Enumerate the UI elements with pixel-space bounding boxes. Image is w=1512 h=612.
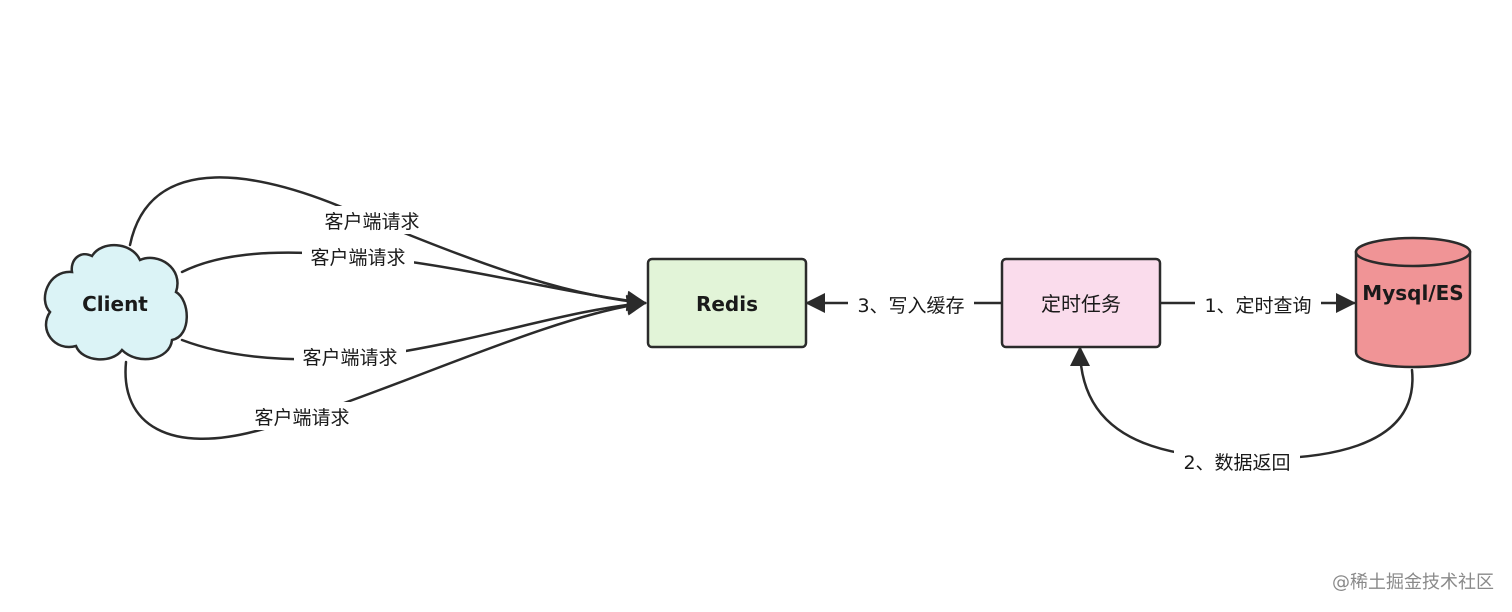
edge-request-4 [124, 295, 647, 440]
watermark: @稀土掘金技术社区 [1332, 572, 1494, 593]
svg-text:1、定时查询: 1、定时查询 [1204, 295, 1311, 317]
edge-label-timed-query: 1、定时查询 [1195, 290, 1321, 318]
svg-text:2、数据返回: 2、数据返回 [1183, 452, 1290, 474]
edge-data-return [1070, 346, 1414, 460]
svg-text:Redis: Redis [696, 292, 758, 316]
database-node: Mysql/ES [1354, 236, 1472, 369]
svg-text:客户端请求: 客户端请求 [310, 247, 405, 269]
edge-label-request-3: 客户端请求 [294, 342, 406, 370]
edge-label-request-2: 客户端请求 [302, 242, 414, 270]
edge-request-3 [180, 294, 647, 361]
svg-text:定时任务: 定时任务 [1041, 292, 1121, 316]
edge-label-write-cache: 3、写入缓存 [848, 290, 974, 318]
svg-text:客户端请求: 客户端请求 [254, 407, 349, 429]
svg-text:Mysql/ES: Mysql/ES [1362, 281, 1463, 305]
client-node: Client [43, 243, 188, 361]
edge-label-data-return: 2、数据返回 [1174, 447, 1300, 475]
edge-label-request-4: 客户端请求 [246, 402, 358, 430]
svg-text:3、写入缓存: 3、写入缓存 [857, 295, 964, 317]
redis-node: Redis [646, 257, 808, 349]
svg-text:客户端请求: 客户端请求 [302, 347, 397, 369]
edge-request-1 [128, 176, 647, 312]
svg-text:客户端请求: 客户端请求 [324, 211, 419, 233]
svg-text:Client: Client [82, 292, 148, 316]
scheduler-node: 定时任务 [1000, 257, 1162, 349]
edge-label-request-1: 客户端请求 [316, 206, 428, 234]
